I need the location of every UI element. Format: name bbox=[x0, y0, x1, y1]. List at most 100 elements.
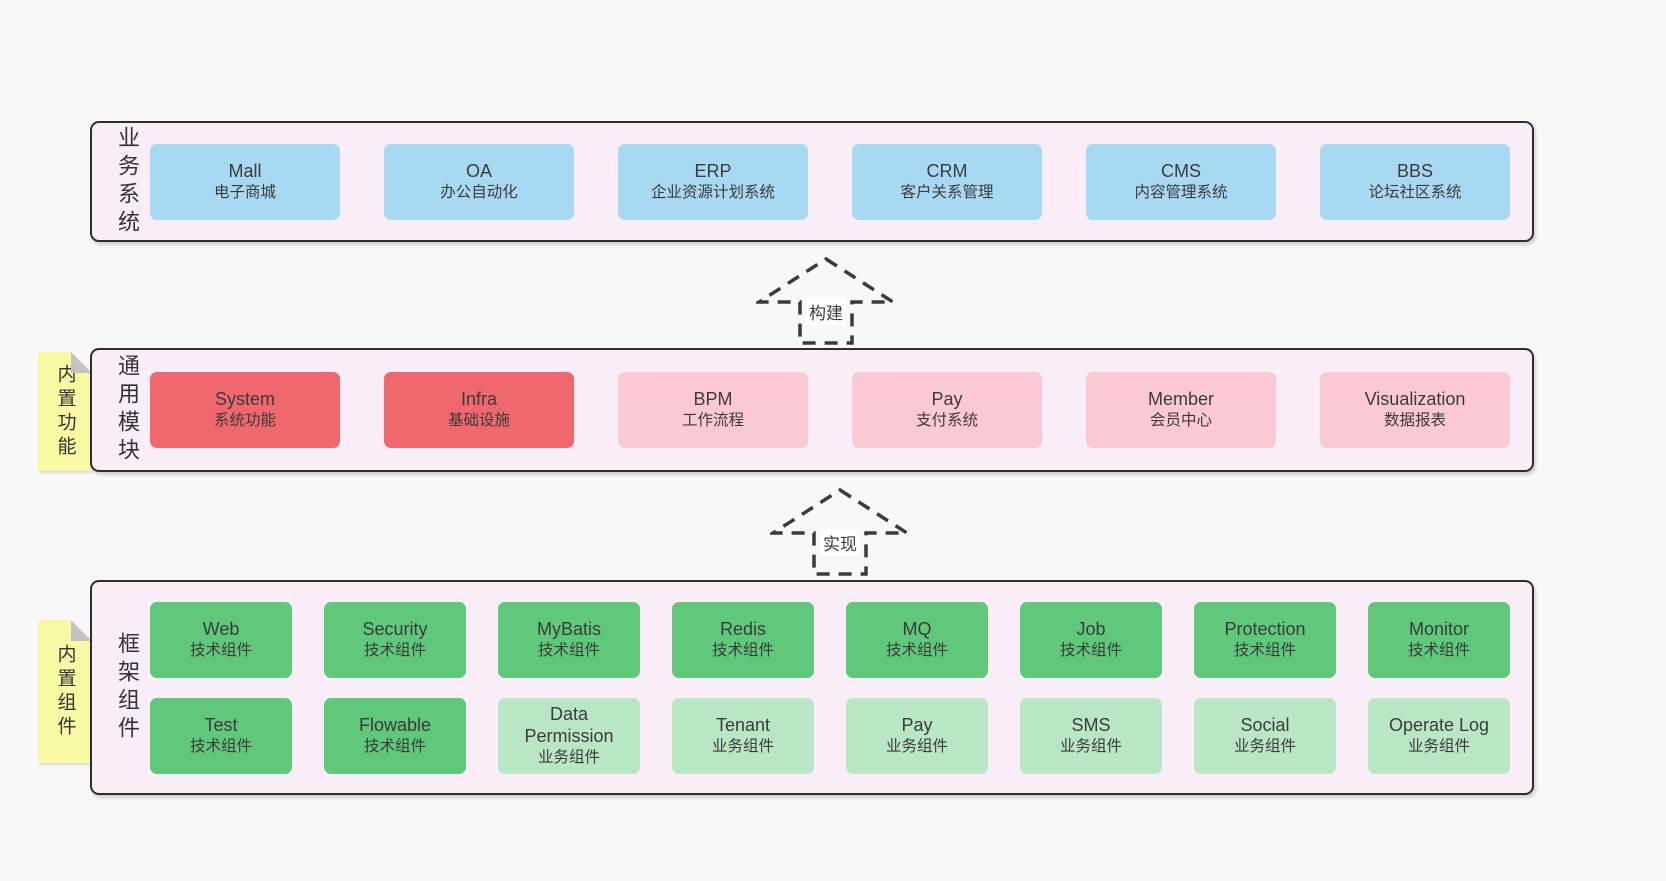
business-systems-panel: 业务系统 Mall 电子商城 OA 办公自动化 ERP 企业资源计划系统 CRM… bbox=[90, 121, 1534, 242]
framework-components-rows: Web 技术组件 Security 技术组件 MyBatis 技术组件 Redi… bbox=[150, 601, 1510, 774]
built-in-features-tag-text: 内置功能 bbox=[54, 363, 76, 460]
box-system-subtitle: 系统功能 bbox=[213, 412, 276, 430]
box-flowable-subtitle: 技术组件 bbox=[363, 737, 426, 755]
box-member: Member 会员中心 bbox=[1086, 372, 1276, 448]
box-redis: Redis 技术组件 bbox=[672, 601, 814, 678]
up-arrow-shape bbox=[756, 256, 896, 345]
framework-components-row-1: Web 技术组件 Security 技术组件 MyBatis 技术组件 Redi… bbox=[150, 601, 1510, 678]
box-cms: CMS 内容管理系统 bbox=[1086, 143, 1276, 220]
framework-components-label-text: 框架组件 bbox=[115, 631, 140, 744]
box-mall-name: Mall bbox=[228, 160, 262, 181]
common-modules-label-text: 通用模块 bbox=[115, 354, 140, 466]
box-bpm: BPM 工作流程 bbox=[618, 372, 808, 448]
framework-components-row-2: Test 技术组件 Flowable 技术组件 Data Permission … bbox=[150, 697, 1510, 774]
box-web-subtitle: 技术组件 bbox=[189, 641, 252, 659]
box-flowable: Flowable 技术组件 bbox=[324, 697, 466, 774]
box-pay-component-name: Pay bbox=[901, 714, 933, 735]
business-systems-label-text: 业务系统 bbox=[115, 125, 140, 238]
box-social-subtitle: 业务组件 bbox=[1233, 737, 1296, 755]
box-crm-name: CRM bbox=[926, 160, 968, 181]
box-cms-subtitle: 内容管理系统 bbox=[1134, 183, 1228, 201]
box-mybatis-subtitle: 技术组件 bbox=[537, 641, 600, 659]
build-arrow: 构建 bbox=[756, 256, 896, 346]
box-monitor: Monitor 技术组件 bbox=[1368, 601, 1510, 678]
box-protection-subtitle: 技术组件 bbox=[1233, 641, 1296, 659]
box-mybatis-name: MyBatis bbox=[536, 618, 601, 639]
box-job-subtitle: 技术组件 bbox=[1059, 641, 1122, 659]
box-oa: OA 办公自动化 bbox=[384, 143, 574, 220]
box-visualization-name: Visualization bbox=[1364, 389, 1466, 410]
framework-components-panel: 框架组件 Web 技术组件 Security 技术组件 MyBatis 技术组件… bbox=[90, 580, 1534, 795]
box-operate-log-name: Operate Log bbox=[1388, 714, 1490, 735]
build-arrow-label: 构建 bbox=[806, 298, 846, 325]
box-erp: ERP 企业资源计划系统 bbox=[618, 143, 808, 220]
box-mall-subtitle: 电子商城 bbox=[213, 183, 276, 201]
box-security: Security 技术组件 bbox=[324, 601, 466, 678]
box-erp-name: ERP bbox=[694, 160, 732, 181]
common-modules-panel: 通用模块 System 系统功能 Infra 基础设施 BPM 工作流程 Pay… bbox=[90, 348, 1534, 472]
box-monitor-name: Monitor bbox=[1408, 618, 1470, 639]
business-systems-row: Mall 电子商城 OA 办公自动化 ERP 企业资源计划系统 CRM 客户关系… bbox=[150, 143, 1510, 220]
box-erp-subtitle: 企业资源计划系统 bbox=[650, 183, 775, 201]
box-test-name: Test bbox=[204, 714, 238, 735]
box-redis-name: Redis bbox=[719, 618, 767, 639]
box-oa-name: OA bbox=[465, 160, 492, 181]
box-job-name: Job bbox=[1076, 618, 1106, 639]
box-mq-subtitle: 技术组件 bbox=[885, 641, 948, 659]
box-mq: MQ 技术组件 bbox=[846, 601, 988, 678]
box-visualization: Visualization 数据报表 bbox=[1320, 372, 1510, 448]
box-test-subtitle: 技术组件 bbox=[189, 737, 252, 755]
box-pay: Pay 支付系统 bbox=[852, 372, 1042, 448]
box-mall: Mall 电子商城 bbox=[150, 143, 340, 220]
box-member-subtitle: 会员中心 bbox=[1149, 412, 1212, 430]
box-bbs-subtitle: 论坛社区系统 bbox=[1368, 183, 1462, 201]
box-data-permission-subtitle: 业务组件 bbox=[537, 748, 600, 766]
box-data-permission: Data Permission 业务组件 bbox=[498, 697, 640, 774]
box-sms-subtitle: 业务组件 bbox=[1059, 737, 1122, 755]
box-job: Job 技术组件 bbox=[1020, 601, 1162, 678]
box-security-subtitle: 技术组件 bbox=[363, 641, 426, 659]
box-security-name: Security bbox=[362, 618, 428, 639]
box-infra-name: Infra bbox=[460, 389, 498, 410]
box-bbs: BBS 论坛社区系统 bbox=[1320, 143, 1510, 220]
box-social-name: Social bbox=[1240, 714, 1290, 735]
implement-arrow: 实现 bbox=[770, 487, 910, 577]
box-monitor-subtitle: 技术组件 bbox=[1407, 641, 1470, 659]
box-pay-name: Pay bbox=[931, 389, 963, 410]
box-crm-subtitle: 客户关系管理 bbox=[900, 183, 994, 201]
box-protection-name: Protection bbox=[1224, 618, 1306, 639]
box-redis-subtitle: 技术组件 bbox=[711, 641, 774, 659]
business-systems-label: 业务系统 bbox=[104, 126, 150, 238]
box-pay-component-subtitle: 业务组件 bbox=[885, 737, 948, 755]
implement-arrow-label: 实现 bbox=[820, 529, 860, 556]
box-data-permission-name: Data Permission bbox=[524, 703, 614, 746]
box-system-name: System bbox=[214, 389, 275, 410]
box-bbs-name: BBS bbox=[1396, 160, 1434, 181]
framework-components-label: 框架组件 bbox=[104, 632, 150, 744]
box-crm: CRM 客户关系管理 bbox=[852, 143, 1042, 220]
box-test: Test 技术组件 bbox=[150, 697, 292, 774]
box-tenant-subtitle: 业务组件 bbox=[711, 737, 774, 755]
built-in-features-tag: 内置功能 bbox=[38, 352, 92, 471]
box-pay-subtitle: 支付系统 bbox=[915, 412, 978, 430]
box-web-name: Web bbox=[202, 618, 240, 639]
box-protection: Protection 技术组件 bbox=[1194, 601, 1336, 678]
box-flowable-name: Flowable bbox=[358, 714, 432, 735]
box-infra: Infra 基础设施 bbox=[384, 372, 574, 448]
box-operate-log-subtitle: 业务组件 bbox=[1407, 737, 1470, 755]
box-sms-name: SMS bbox=[1071, 714, 1111, 735]
box-tenant: Tenant 业务组件 bbox=[672, 697, 814, 774]
box-cms-name: CMS bbox=[1161, 160, 1201, 181]
box-visualization-subtitle: 数据报表 bbox=[1383, 412, 1446, 430]
box-web: Web 技术组件 bbox=[150, 601, 292, 678]
box-bpm-subtitle: 工作流程 bbox=[681, 412, 744, 430]
box-operate-log: Operate Log 业务组件 bbox=[1368, 697, 1510, 774]
box-mq-name: MQ bbox=[902, 618, 932, 639]
built-in-components-tag: 内置组件 bbox=[38, 620, 92, 763]
box-pay-component: Pay 业务组件 bbox=[846, 697, 988, 774]
up-arrow-shape bbox=[770, 487, 910, 576]
box-bpm-name: BPM bbox=[693, 389, 733, 410]
common-modules-label: 通用模块 bbox=[104, 354, 150, 466]
built-in-components-tag-text: 内置组件 bbox=[54, 643, 76, 740]
